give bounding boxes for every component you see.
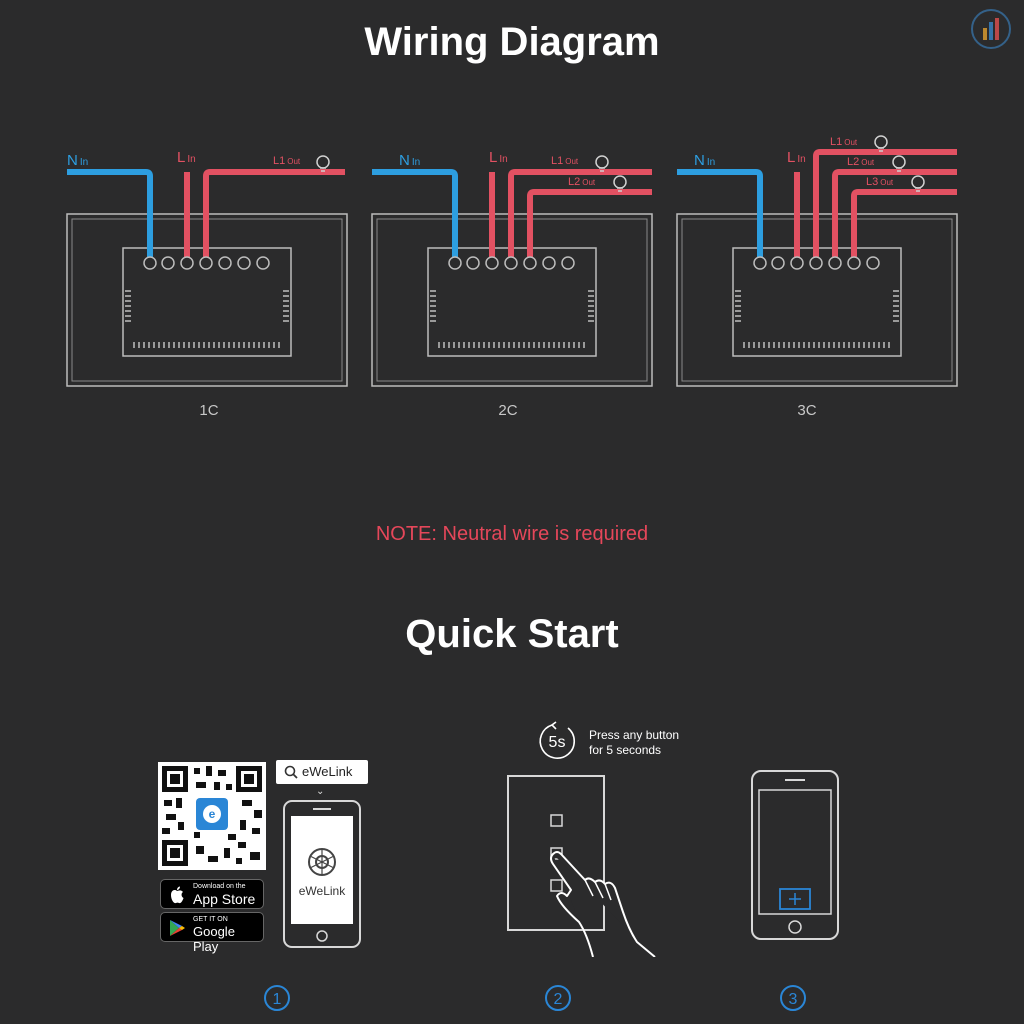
switch-panel	[507, 775, 605, 931]
plus-icon	[789, 893, 801, 905]
neutral-note: NOTE: Neutral wire is required	[375, 523, 649, 545]
bulb-icon	[595, 155, 609, 172]
app-store-badge[interactable]: Download on the App Store	[160, 879, 264, 909]
app-store-big-text: App Store	[193, 891, 256, 907]
switch-press-illustration	[507, 775, 656, 957]
panel-1c	[66, 155, 348, 387]
google-play-big-text: Google Play	[193, 924, 235, 954]
timer-icon: 5s	[539, 721, 575, 759]
neutral-wire	[677, 169, 763, 262]
l1-out-wire	[508, 169, 652, 262]
touch-button-2	[550, 847, 563, 860]
app-store-small-text: Download on the	[193, 883, 246, 890]
quick-start-title: Quick Start	[405, 612, 619, 656]
bulb-icon	[874, 135, 888, 152]
brand-watermark-logo	[971, 9, 1011, 49]
phone-with-app	[283, 800, 361, 948]
panel-caption-2c: 2C	[498, 402, 518, 419]
bulb-icon	[892, 155, 906, 172]
search-text: eWeLink	[302, 764, 353, 779]
step-number-3: 3	[780, 985, 806, 1011]
add-device-button	[779, 888, 811, 910]
google-play-badge[interactable]: GET IT ON Google Play	[160, 912, 264, 954]
neutral-wire	[372, 169, 458, 262]
bulb-icon	[613, 175, 627, 192]
press-instruction-line1: Press any button	[589, 728, 680, 742]
hand-pointer-icon	[550, 851, 656, 957]
phone-add-device	[751, 770, 839, 940]
press-instruction-line2: for 5 seconds	[589, 743, 662, 757]
qr-code[interactable]: e	[158, 762, 266, 870]
search-icon	[284, 765, 298, 779]
l1-out-wire	[813, 149, 957, 262]
touch-button-3	[550, 879, 563, 892]
panel-caption-3c: 3C	[797, 402, 817, 419]
google-play-small-text: GET IT ON	[193, 916, 228, 923]
panel-2c	[371, 155, 653, 387]
phone-app-label: eWeLink	[298, 884, 346, 898]
google-play-icon	[170, 920, 185, 936]
bulb-icon	[316, 155, 330, 172]
bulb-icon	[911, 175, 925, 192]
step-number-1: 1	[264, 985, 290, 1011]
wiring-title: Wiring Diagram	[364, 20, 660, 64]
svg-text:e: e	[209, 807, 216, 821]
app-search-box[interactable]: eWeLink	[276, 760, 368, 784]
l1-out-wire	[203, 169, 345, 262]
apple-icon	[171, 886, 184, 904]
timer-text: 5s	[549, 734, 566, 751]
l3-out-wire	[851, 189, 957, 262]
touch-button-1	[550, 814, 563, 827]
panel-caption-1c: 1C	[199, 402, 219, 419]
press-instruction: Press any button for 5 seconds	[589, 728, 679, 758]
step-number-2: 2	[545, 985, 571, 1011]
l2-out-wire	[832, 169, 957, 262]
l2-out-wire	[527, 189, 652, 262]
neutral-wire	[67, 169, 153, 262]
panel-3c	[676, 135, 958, 387]
chevron-down-icon: ⌄	[316, 786, 325, 797]
